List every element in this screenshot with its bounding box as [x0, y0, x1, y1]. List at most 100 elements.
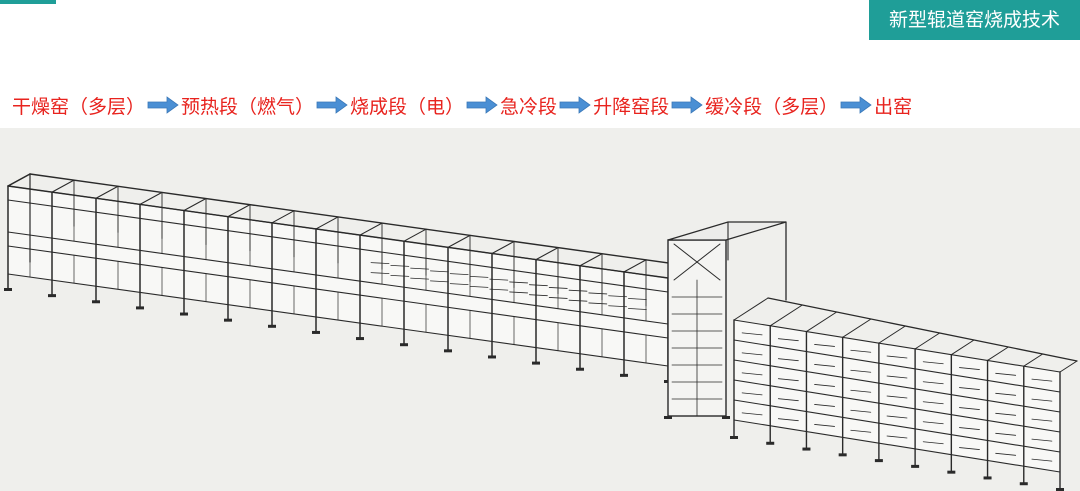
- cooling-section-cross-beam: [1059, 360, 1078, 373]
- main-kiln-foot: [576, 367, 584, 371]
- cooling-section-roller: [886, 355, 908, 359]
- cooling-section-body: [734, 320, 1060, 472]
- flow-step-preheat: 预热段（燃气）: [181, 95, 315, 118]
- right-arrow-icon: [466, 96, 498, 114]
- main-kiln-cross-beam: [491, 240, 515, 255]
- cooling-section-roller: [741, 392, 763, 396]
- cooling-section-foot: [947, 470, 956, 474]
- main-kiln-roller-shelf: [588, 292, 608, 295]
- cooling-section-roller: [922, 421, 944, 425]
- cooling-section-layer-rail: [733, 419, 1061, 473]
- main-kiln-cross-beam: [447, 234, 471, 248]
- main-kiln-cross-beam: [359, 222, 383, 236]
- main-kiln-cross-beam: [535, 247, 559, 261]
- cooling-section-roller: [741, 412, 763, 416]
- cooling-section-roller: [922, 361, 944, 365]
- cooling-section-roller: [959, 407, 980, 410]
- cooling-section-roller: [814, 384, 835, 387]
- cooling-section-roller: [1031, 458, 1053, 462]
- main-kiln-cross-beam: [623, 259, 647, 273]
- process-flow: 干燥窑（多层） 预热段（燃气） 烧成段（电） 急冷段 升降窑段 缓冷段（多层） …: [12, 90, 912, 120]
- main-kiln-roller-shelf: [588, 302, 608, 305]
- cooling-section-cross-beam: [950, 339, 975, 356]
- lift-tower-brace: [673, 243, 721, 281]
- lift-tower-top: [667, 221, 787, 241]
- cooling-section-roller: [850, 369, 872, 373]
- cooling-section-cross-beam: [1023, 353, 1044, 367]
- right-arrow-icon: [147, 96, 179, 114]
- cooling-section-roller: [995, 392, 1017, 396]
- cooling-section-cross-beam: [878, 325, 906, 344]
- cooling-section-roller: [995, 432, 1017, 436]
- main-kiln-foot: [48, 294, 56, 298]
- main-kiln-cross-beam: [403, 228, 427, 242]
- cooling-section-roller: [1031, 378, 1053, 382]
- main-kiln-cross-beam: [51, 179, 75, 193]
- cooling-section-foot: [983, 476, 992, 480]
- cooling-section-cross-beam: [914, 332, 941, 350]
- cooling-section-roller: [741, 352, 763, 356]
- lift-tower-foot: [722, 416, 730, 419]
- cooling-section-roller: [777, 378, 799, 382]
- cooling-section-foot: [802, 447, 811, 451]
- main-kiln-roller-shelf: [489, 288, 509, 291]
- main-kiln-roller-shelf: [449, 283, 469, 286]
- main-kiln-roller-shelf: [568, 299, 588, 302]
- cooling-section-roller: [777, 418, 799, 422]
- main-kiln-roller-shelf: [469, 275, 489, 278]
- main-kiln-end-beam: [7, 173, 31, 187]
- cooling-section-roller: [814, 344, 835, 347]
- cooling-section-roller: [995, 412, 1017, 416]
- main-kiln-foot: [620, 373, 628, 377]
- flow-step-exit: 出窑: [874, 95, 913, 118]
- cooling-section-roller: [922, 441, 944, 445]
- cooling-section-roller: [850, 389, 872, 393]
- main-kiln-roller-shelf: [370, 272, 390, 275]
- cooling-section-back-rail: [767, 297, 1078, 362]
- cooling-section-roller: [959, 427, 980, 430]
- main-kiln-foot: [92, 300, 100, 304]
- corner-accent-tab: [0, 0, 56, 4]
- main-kiln-roller-shelf: [529, 284, 548, 287]
- cooling-section-roller: [814, 424, 835, 427]
- cooling-section-roller: [850, 409, 872, 413]
- main-kiln-roller-shelf: [489, 278, 509, 281]
- main-kiln-roller-shelf: [469, 285, 489, 288]
- cooling-section-layer-rail: [733, 379, 1061, 433]
- cooling-section-foot: [911, 464, 920, 468]
- main-kiln-roller-shelf: [608, 295, 627, 298]
- main-kiln-roller-shelf: [449, 273, 469, 276]
- main-kiln-roller-shelf: [370, 262, 390, 265]
- main-kiln-roller-shelf: [548, 297, 568, 299]
- lift-tower-foot: [664, 416, 672, 419]
- main-kiln-cross-beam: [271, 210, 295, 224]
- cooling-section-layer-rail: [733, 359, 1061, 413]
- cooling-section-roller: [814, 364, 835, 367]
- main-kiln-roller-shelf: [529, 294, 548, 297]
- main-kiln-roller-shelf: [429, 280, 449, 283]
- main-kiln-roller-shelf: [410, 267, 430, 270]
- main-kiln-roller-shelf: [628, 298, 647, 300]
- cooling-section-roller: [777, 398, 799, 402]
- main-kiln-cross-beam: [315, 216, 339, 230]
- cooling-section-foot: [1056, 488, 1064, 491]
- flow-step-rapid-cooling: 急冷段: [500, 95, 558, 118]
- cooling-section-roller: [922, 401, 944, 405]
- page-title: 新型辊道窑烧成技术: [869, 0, 1080, 40]
- cooling-section-roller: [777, 338, 799, 342]
- main-kiln-roller-shelf: [410, 277, 430, 280]
- cooling-section-roller: [922, 381, 944, 385]
- cooling-section-roller: [886, 395, 908, 399]
- cooling-section-roller: [1031, 438, 1053, 442]
- right-arrow-icon: [840, 96, 872, 114]
- main-kiln-foot: [180, 312, 188, 316]
- main-kiln-roller-shelf: [429, 270, 449, 273]
- cooling-section-roller: [814, 404, 835, 407]
- main-kiln-cross-beam: [579, 253, 603, 267]
- cooling-section-roller: [741, 332, 763, 336]
- main-kiln-cross-beam: [139, 191, 163, 205]
- main-kiln-foot: [400, 343, 408, 347]
- cooling-section-foot: [874, 459, 883, 463]
- cooling-section-layer-rail: [733, 319, 1061, 373]
- cooling-section-layer-rail: [733, 339, 1061, 393]
